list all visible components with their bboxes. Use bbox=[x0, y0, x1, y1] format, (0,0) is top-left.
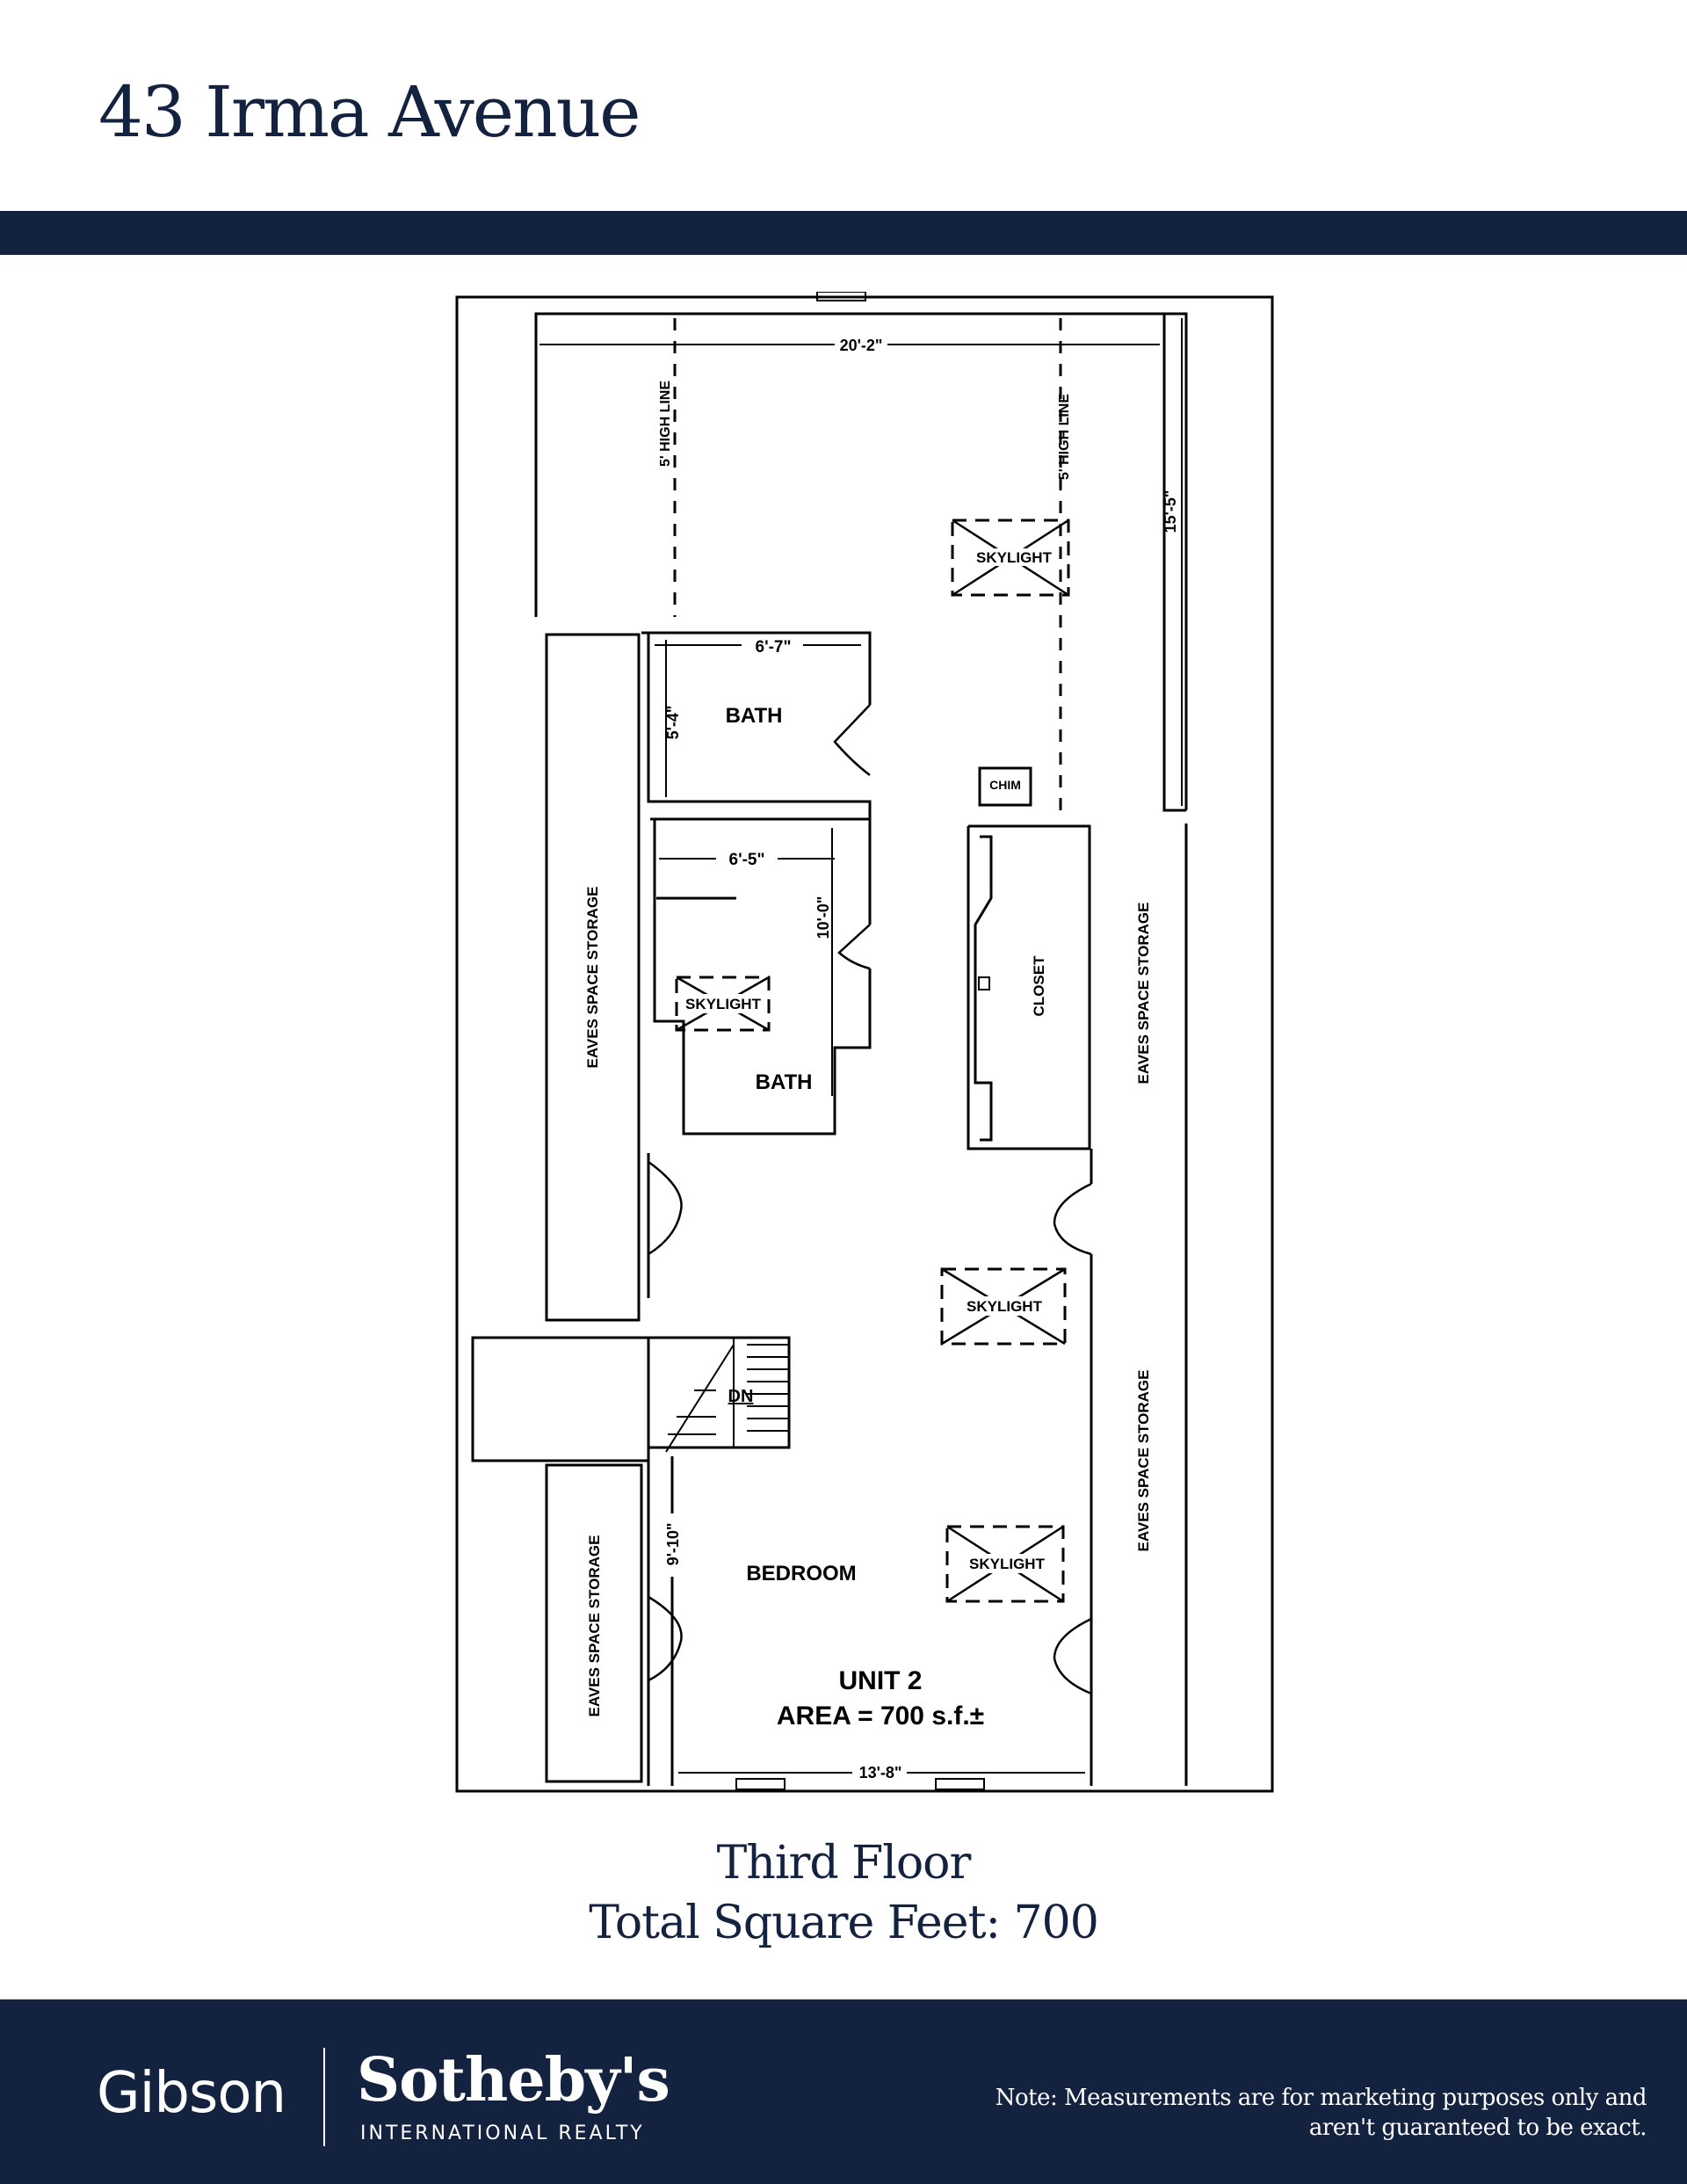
brand-sothebys: Sotheby's bbox=[357, 2045, 670, 2115]
wall-closet-inner bbox=[974, 835, 993, 1142]
closet-rod-marker bbox=[978, 976, 990, 990]
window-bottom-left bbox=[735, 1778, 786, 1790]
high-line-left-label: 5' HIGH LINE bbox=[658, 381, 673, 467]
brand-subtitle: INTERNATIONAL REALTY bbox=[360, 2122, 645, 2144]
bath-label-lower: BATH bbox=[756, 1070, 813, 1094]
eaves-label-right-upper: EAVES SPACE STORAGE bbox=[1135, 903, 1152, 1085]
total-sqft-caption: Total Square Feet: 700 bbox=[589, 1897, 1099, 1949]
eaves-label-right-lower: EAVES SPACE STORAGE bbox=[1135, 1370, 1152, 1552]
chimney-label: CHIM bbox=[989, 778, 1021, 792]
skylight-label-4: SKYLIGHT bbox=[969, 1556, 1046, 1572]
door-bedroom-left bbox=[648, 1595, 683, 1682]
door-bath-lower bbox=[837, 924, 871, 970]
eaves-label-left-upper: EAVES SPACE STORAGE bbox=[584, 887, 601, 1069]
stair-treads bbox=[665, 1338, 789, 1453]
skylight-label-3: SKYLIGHT bbox=[967, 1298, 1043, 1315]
floor-plan: 20'-2" 15'-5" 5' HIGH LINE 5' HIGH LINE … bbox=[455, 292, 1274, 1793]
wall-bath-lower bbox=[650, 817, 872, 925]
footer-bar: Gibson Sotheby's INTERNATIONAL REALTY No… bbox=[0, 1999, 1687, 2184]
page-title: 43 Irma Avenue bbox=[98, 71, 641, 153]
disclaimer-note: Note: Measurements are for marketing pur… bbox=[979, 2083, 1647, 2143]
eaves-storage-left-upper bbox=[545, 633, 641, 1322]
dim-label-bath-low-w: 6'-5" bbox=[729, 851, 765, 869]
unit-label: UNIT 2 bbox=[838, 1666, 922, 1695]
dim-label-bedroom-h: 9'-10" bbox=[664, 1523, 682, 1566]
wall-bath-lower-inner bbox=[653, 819, 872, 1136]
wall-closet bbox=[967, 824, 1091, 1150]
skylight-upper-right bbox=[951, 519, 1070, 597]
eaves-storage-left-lower bbox=[545, 1463, 643, 1783]
brand-divider bbox=[323, 2048, 325, 2146]
wall-bath-upper bbox=[641, 631, 872, 705]
stair-landing bbox=[471, 1336, 650, 1462]
skylight-bath bbox=[675, 976, 771, 1032]
window-top bbox=[816, 292, 866, 301]
skylight-bedroom bbox=[945, 1525, 1065, 1603]
dim-label-bottom: 13'-8" bbox=[859, 1764, 902, 1781]
door-bath-upper bbox=[833, 704, 871, 776]
wall-bath-upper-inner bbox=[647, 633, 872, 824]
floor-caption: Third Floor bbox=[716, 1837, 972, 1890]
door-hall-left bbox=[648, 1160, 683, 1256]
door-bedroom-right bbox=[1053, 1617, 1092, 1695]
skylight-hall bbox=[940, 1267, 1067, 1346]
window-bottom-right bbox=[935, 1778, 985, 1790]
high-line-right-label: 5' HIGH LINE bbox=[1057, 394, 1072, 480]
dim-label-bath-top-h: 5'-4" bbox=[664, 706, 682, 740]
door-hall-right bbox=[1053, 1182, 1092, 1256]
header-divider-bar bbox=[0, 211, 1687, 255]
dim-label-top: 20'-2" bbox=[840, 337, 883, 354]
skylight-label-1: SKYLIGHT bbox=[976, 549, 1053, 566]
dim-label-bath-low-h: 10'-0" bbox=[815, 896, 832, 940]
eaves-label-left-lower: EAVES SPACE STORAGE bbox=[586, 1535, 603, 1717]
wall-upper-right bbox=[1162, 314, 1186, 812]
chimney bbox=[978, 766, 1032, 807]
bath-label-upper: BATH bbox=[726, 704, 783, 728]
stair-outline bbox=[648, 1336, 791, 1449]
bedroom-label: BEDROOM bbox=[746, 1562, 856, 1585]
closet-label: CLOSET bbox=[1031, 955, 1047, 1017]
dim-label-bath-top-w: 6'-7" bbox=[756, 638, 792, 657]
area-label: AREA = 700 s.f.± bbox=[777, 1701, 984, 1731]
stairs-down-label: DN bbox=[728, 1387, 754, 1406]
dim-label-right: 15'-5" bbox=[1162, 490, 1179, 533]
brand-gibson: Gibson bbox=[97, 2061, 286, 2126]
skylight-label-2: SKYLIGHT bbox=[685, 996, 762, 1012]
wall-upper-room bbox=[534, 312, 1188, 810]
note-line-1: Note: Measurements are for marketing pur… bbox=[995, 2085, 1647, 2111]
note-line-2: aren't guaranteed to be exact. bbox=[1308, 2115, 1647, 2141]
